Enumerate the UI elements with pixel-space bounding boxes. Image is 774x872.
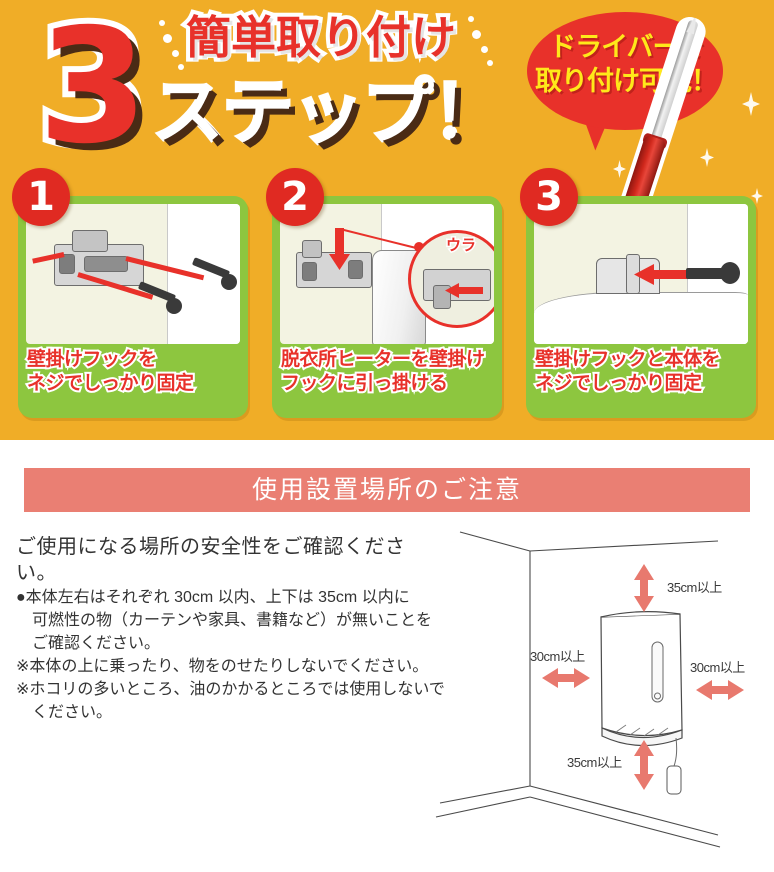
back-label: ウラ [444, 236, 477, 256]
notice-line: ください。 [32, 704, 113, 721]
decor-dot [178, 64, 184, 70]
step-2-caption-line1: 脱衣所ヒーターを壁掛け [279, 347, 487, 372]
wall-hook-fin [302, 240, 322, 258]
step-1-caption-line1: 壁掛けフックを [25, 347, 159, 372]
step-3-caption-line2: ネジでしっかり固定 [533, 371, 704, 396]
room-corner-drawing [435, 531, 744, 848]
clearance-label-top: 35cm以上 [667, 580, 722, 595]
decor-dot [172, 50, 179, 57]
headline-easy-install: 簡単取り付け [182, 8, 460, 67]
detail-arrow [455, 287, 483, 294]
notice-line: ご確認ください。 [32, 635, 161, 652]
step-3-illustration [534, 204, 748, 344]
wall-hook-hole-b [348, 260, 363, 279]
screw-body [686, 268, 726, 279]
sparkle-icon [742, 92, 760, 116]
screw-lower-head [166, 298, 182, 314]
notice-line: ●本体左右はそれぞれ 30cm 以内、上下は 35cm 以内に [16, 589, 410, 606]
step-2-illustration: ウラ [280, 204, 494, 344]
notice-bullet-list: ●本体左右はそれぞれ 30cm 以内、上下は 35cm 以内に 可燃性の物（カー… [16, 586, 466, 724]
decor-dot [163, 34, 172, 43]
step-badge-1: 1 [12, 168, 70, 226]
fasten-arrow-shaft [650, 270, 694, 279]
big-step-number: 3 [32, 0, 154, 179]
decor-dot [487, 60, 493, 66]
step-panel-2: ウラ 脱衣所ヒーターを壁掛け フックに引っ掛ける [272, 196, 502, 418]
step-badge-2: 2 [266, 168, 324, 226]
screw-head [720, 262, 740, 284]
back-detail-circle [408, 230, 494, 328]
wall-hook-hole-a [302, 262, 317, 281]
notice-section-bar: 使用設置場所のご注意 [24, 468, 750, 512]
notice-line: 可燃性の物（カーテンや家具、書籍など）が無いことを [32, 612, 433, 629]
step-panel-1: 壁掛けフックを ネジでしっかり固定 [18, 196, 248, 418]
step-panel-3: 壁掛けフックと本体を ネジでしっかり固定 [526, 196, 756, 418]
decor-dot [159, 20, 165, 26]
heater-top-edge [534, 292, 748, 344]
decor-dot [481, 46, 488, 53]
screw-upper-head [221, 274, 237, 290]
step-3-caption: 壁掛けフックと本体を ネジでしっかり固定 [533, 347, 751, 396]
detail-tab [433, 285, 451, 309]
insert-arrow-shaft [335, 228, 344, 256]
notice-line: ※本体の上に乗ったり、物をのせたりしないでください。 [16, 658, 429, 675]
clearance-label-left: 30cm以上 [530, 649, 585, 664]
clearance-label-bottom: 35cm以上 [567, 755, 622, 770]
wall-hook-top [72, 230, 108, 252]
wall-hook-slot [84, 256, 128, 272]
decor-dot [468, 16, 474, 22]
headline-steps: ステップ！ [150, 72, 505, 155]
header-banner: 3 簡単取り付け ステップ！ ドライバーで 取り付け可能！ [0, 0, 774, 440]
notice-line: ※ホコリの多いところ、油のかかるところでは使用しないで [16, 681, 445, 698]
step-badge-3: 3 [520, 168, 578, 226]
wall-hook-hole-left [59, 254, 75, 274]
step-2-caption: 脱衣所ヒーターを壁掛け フックに引っ掛ける [279, 347, 497, 396]
step-1-caption: 壁掛けフックを ネジでしっかり固定 [25, 347, 243, 396]
clearance-diagram: 35cm以上 30cm以上 30cm以上 35cm以上 [430, 520, 774, 850]
sparkle-icon [700, 148, 714, 167]
sparkle-icon [613, 160, 626, 178]
step-1-illustration [26, 204, 240, 344]
step-3-caption-line1: 壁掛けフックと本体を [533, 347, 723, 372]
step-2-caption-line2: フックに引っ掛ける [279, 371, 450, 396]
step-1-caption-line2: ネジでしっかり固定 [25, 371, 196, 396]
clearance-label-right: 30cm以上 [690, 660, 745, 675]
decor-dot [472, 30, 481, 39]
notice-section-title: 使用設置場所のご注意 [251, 476, 522, 504]
notice-lead-text: ご使用になる場所の安全性をご確認ください。 [16, 536, 406, 584]
